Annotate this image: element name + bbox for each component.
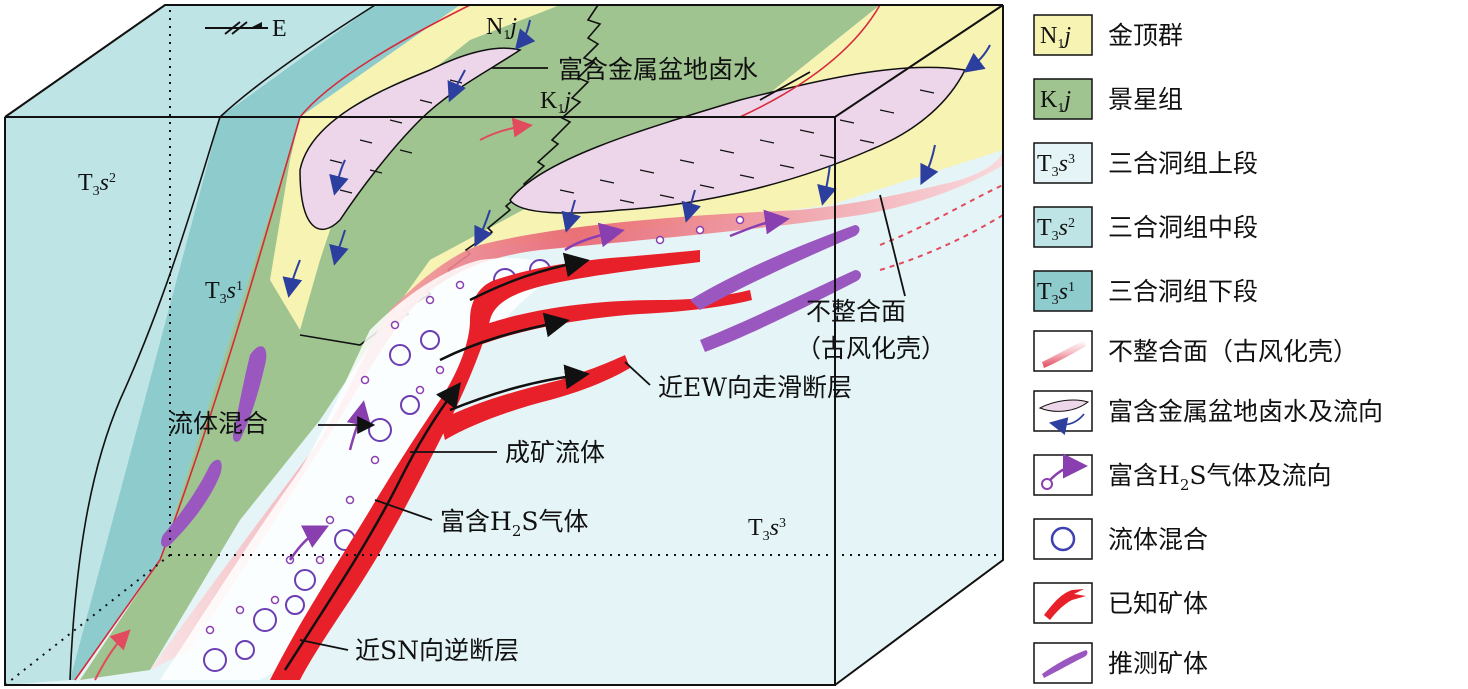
ew-fault-arrow-2: [439, 312, 570, 362]
legend-swatch-h2s: [1033, 454, 1093, 496]
legend-label-n1j: 金顶群: [1108, 21, 1183, 50]
legend-label-unconformity: 不整合面（古风化壳）: [1108, 337, 1358, 366]
orientation-e: E: [272, 16, 287, 42]
label-fluid-mixing: 流体混合: [168, 409, 268, 438]
legend-item-n1j: N1j 金顶群: [1033, 14, 1183, 56]
label-unconformity-1: 不整合面: [806, 297, 906, 326]
label-k1j: K1j: [540, 88, 571, 117]
legend-item-known-ore: 已知矿体: [1033, 582, 1208, 624]
svg-text:T3s1: T3s1: [1037, 279, 1075, 308]
h2s-arrow-1: [564, 222, 625, 252]
unconformity-ext-2: [879, 214, 1004, 271]
inferred-ore-4: [160, 459, 222, 547]
orientation-marker: E: [205, 16, 287, 42]
legend-label-k1j: 景星组: [1108, 85, 1183, 114]
label-t3s2: T3s2: [78, 170, 116, 199]
legend-label-inferred-ore: 推测矿体: [1108, 649, 1208, 678]
contact-line-2: [739, 4, 881, 118]
legend-item-h2s: 富含H2S气体及流向: [1033, 453, 1332, 496]
contact-line-1: [299, 4, 471, 118]
formation-n1j-right: [380, 117, 1003, 330]
legend-swatch-t3s1: [1033, 270, 1093, 312]
legend-item-brine: 富含金属盆地卤水及流向: [1033, 390, 1383, 435]
legend-swatch-t3s3: [1033, 142, 1093, 184]
label-unconformity-2: （古风化壳）: [796, 334, 946, 363]
red-slip-arrow-1: [479, 117, 533, 141]
legend-label-t3s1: 三合洞组下段: [1108, 277, 1258, 306]
legend-item-t3s1: T3s1 三合洞组下段: [1033, 270, 1258, 312]
ew-fault-arrow-1: [469, 252, 590, 302]
svg-text:K1j: K1j: [1040, 87, 1071, 116]
legend-label-brine: 富含金属盆地卤水及流向: [1108, 397, 1383, 426]
legend-item-k1j: K1j 景星组: [1033, 78, 1183, 120]
label-t3s3: T3s3: [748, 515, 786, 544]
legend-label-mixing: 流体混合: [1108, 525, 1208, 554]
h2s-arrow-3: [346, 400, 372, 451]
unconformity-ext-1: [879, 184, 1004, 246]
formation-t3s1: [70, 5, 470, 680]
legend-label-t3s2: 三合洞组中段: [1108, 213, 1258, 242]
legend-label-t3s3: 三合洞组上段: [1108, 149, 1258, 178]
legend-swatch-n1j: [1033, 14, 1093, 56]
leader-unconformity: [879, 194, 906, 297]
h2s-arrow-4: [288, 525, 329, 561]
ore-body-ew-1: [470, 290, 752, 345]
brine-pod-right: [509, 66, 967, 214]
label-t3s1: T3s1: [205, 278, 243, 307]
box-right: [834, 5, 1004, 686]
svg-text:N1j: N1j: [1040, 23, 1071, 52]
leader-ew-fault: [624, 361, 651, 386]
ew-fault-arrow-3: [449, 364, 590, 412]
brine-flow-arrows: [282, 19, 991, 298]
legend-swatch-k1j: [1033, 78, 1093, 120]
legend-label-known-ore: 已知矿体: [1108, 589, 1208, 618]
legend-item-inferred-ore: 推测矿体: [1033, 642, 1208, 684]
boundary-t3s2-t3s1: [69, 116, 221, 681]
inferred-ore-1: [690, 225, 860, 310]
legend: N1j 金顶群 K1j 景星组 T3s3 三合洞组上段 T3s2 三合洞组中段 …: [1033, 14, 1383, 684]
legend-item-t3s2: T3s2 三合洞组中段: [1033, 206, 1258, 248]
boundary-top-left: [219, 4, 376, 118]
svg-text:T3s3: T3s3: [1037, 151, 1075, 180]
inferred-ore-2: [700, 270, 862, 352]
legend-item-t3s3: T3s3 三合洞组上段: [1033, 142, 1258, 184]
leader-brine: [492, 67, 811, 101]
svg-text:T3s2: T3s2: [1037, 215, 1075, 244]
label-h2s-gas: 富含H2S气体: [440, 507, 589, 540]
legend-swatch-t3s2: [1033, 206, 1093, 248]
hidden-edge-diag: [4, 554, 171, 686]
legend-item-unconformity: 不整合面（古风化壳）: [1033, 330, 1358, 372]
legend-swatch-mixing: [1033, 518, 1093, 560]
brine-pod-left: [299, 47, 522, 231]
formation-t3s2-front: [5, 117, 220, 685]
label-brine: 富含金属盆地卤水: [558, 55, 758, 84]
label-n1j: N1j: [486, 14, 517, 43]
label-sn-fault: 近SN向逆断层: [355, 636, 519, 665]
legend-item-mixing: 流体混合: [1033, 518, 1208, 560]
h2s-small-circles: [205, 215, 745, 635]
red-slip-arrow-2: [94, 629, 131, 681]
block: E N1j K1j T3s2 T3s1 T3s3 富含金属盆地卤水 不整合面 （…: [4, 4, 1004, 686]
label-ew-fault: 近EW向走滑断层: [658, 373, 852, 402]
leader-h2s: [374, 499, 433, 521]
leader-sn-fault: [299, 639, 349, 651]
label-ore-fluid: 成矿流体: [505, 438, 605, 467]
box-top-edge: [4, 4, 1003, 118]
contact-line-3: [74, 116, 301, 681]
legend-swatch-unconformity: [1033, 330, 1093, 372]
sn-fault-arrow: [283, 381, 461, 671]
legend-label-h2s: 富含H2S气体及流向: [1108, 461, 1332, 494]
box-front: [4, 117, 836, 686]
h2s-arrow-2: [729, 209, 790, 238]
inferred-ore-3: [232, 346, 267, 442]
